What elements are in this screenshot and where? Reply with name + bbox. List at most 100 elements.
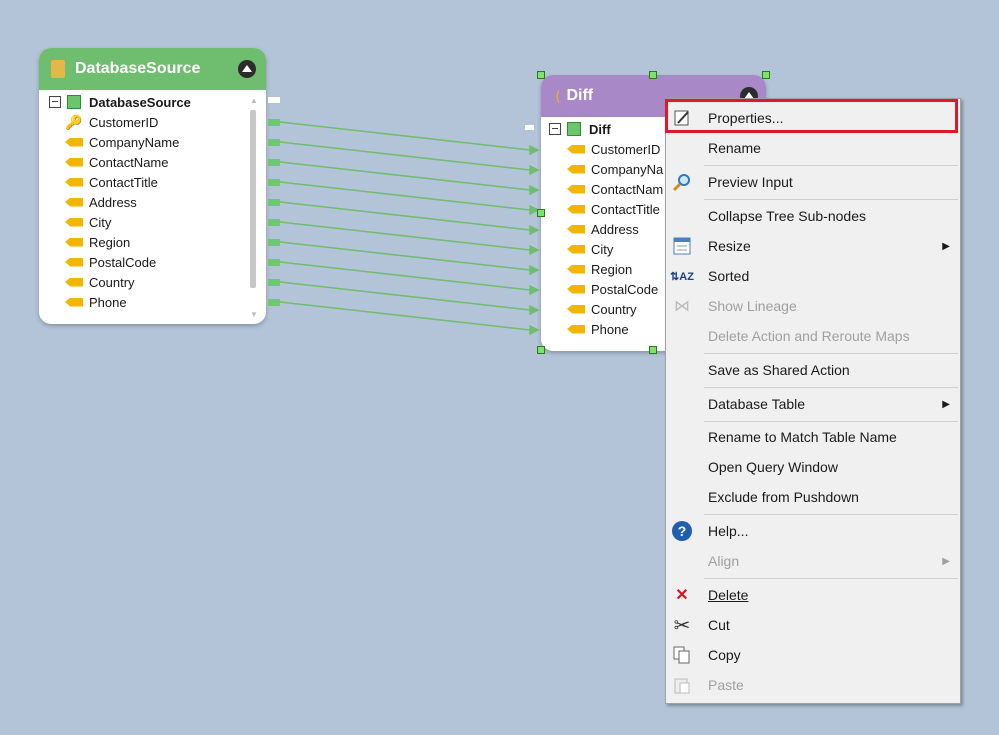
menu-separator xyxy=(704,514,958,515)
output-port[interactable] xyxy=(268,239,280,246)
menu-item-align[interactable]: Align ▶ xyxy=(666,547,960,575)
output-port[interactable] xyxy=(268,97,280,103)
field-row[interactable]: ContactTitle xyxy=(65,172,158,192)
menu-item-help[interactable]: ? Help... xyxy=(666,517,960,545)
field-icon xyxy=(65,237,83,247)
output-port[interactable] xyxy=(268,179,280,186)
field-row[interactable]: ContactTitle xyxy=(567,199,660,219)
menu-item-label: Paste xyxy=(708,677,744,693)
field-row[interactable]: Phone xyxy=(567,319,629,339)
scroll-down-icon[interactable]: ▼ xyxy=(250,310,258,319)
field-row[interactable]: City xyxy=(567,239,613,259)
field-row[interactable]: City xyxy=(65,212,111,232)
field-icon xyxy=(65,197,83,207)
menu-item-properties[interactable]: Properties... xyxy=(666,104,960,132)
menu-separator xyxy=(704,353,958,354)
menu-item-preview-input[interactable]: Preview Input xyxy=(666,168,960,196)
resize-handle[interactable] xyxy=(649,71,657,79)
resize-handle[interactable] xyxy=(537,346,545,354)
menu-item-database-table[interactable]: Database Table ▶ xyxy=(666,390,960,418)
field-row[interactable]: Address xyxy=(65,192,137,212)
field-row[interactable]: CompanyName xyxy=(65,132,179,152)
menu-item-open-query-window[interactable]: Open Query Window xyxy=(666,453,960,481)
field-label: CustomerID xyxy=(591,141,661,157)
scroll-up-icon[interactable]: ▲ xyxy=(250,96,258,105)
resize-handle[interactable] xyxy=(762,71,770,79)
table-icon xyxy=(567,122,581,136)
field-row[interactable]: Phone xyxy=(65,292,127,312)
menu-item-delete-reroute[interactable]: Delete Action and Reroute Maps xyxy=(666,322,960,350)
node-header[interactable]: DatabaseSource xyxy=(39,48,266,90)
output-port[interactable] xyxy=(268,279,280,286)
expander-icon[interactable] xyxy=(549,123,561,135)
resize-handle[interactable] xyxy=(649,346,657,354)
menu-item-save-shared-action[interactable]: Save as Shared Action xyxy=(666,356,960,384)
map-line xyxy=(279,161,531,191)
menu-item-collapse-sub-nodes[interactable]: Collapse Tree Sub-nodes xyxy=(666,202,960,230)
output-port[interactable] xyxy=(268,139,280,146)
menu-item-resize[interactable]: Resize ▶ xyxy=(666,232,960,260)
menu-item-rename-to-table[interactable]: Rename to Match Table Name xyxy=(666,423,960,451)
field-icon xyxy=(65,217,83,227)
field-icon xyxy=(567,204,585,214)
menu-item-rename[interactable]: Rename xyxy=(666,134,960,162)
table-icon xyxy=(67,95,81,109)
map-arrow xyxy=(529,184,540,196)
map-arrow xyxy=(529,204,540,216)
field-row[interactable]: Address xyxy=(567,219,639,239)
menu-item-sorted[interactable]: ⇅AZ Sorted xyxy=(666,262,960,290)
field-label: CompanyName xyxy=(89,134,180,150)
key-icon: 🔑 xyxy=(65,114,83,130)
field-label: PostalCode xyxy=(591,281,659,297)
field-row[interactable]: CompanyNa xyxy=(567,159,663,179)
map-arrow xyxy=(529,224,540,236)
database-source-node[interactable]: DatabaseSource DatabaseSource 🔑CustomerI… xyxy=(39,48,280,324)
output-port[interactable] xyxy=(268,119,280,126)
menu-item-paste[interactable]: Paste xyxy=(666,671,960,699)
menu-item-label: Sorted xyxy=(708,268,750,284)
field-row[interactable]: 🔑CustomerID xyxy=(65,112,158,132)
menu-item-show-lineage[interactable]: ⋈ Show Lineage xyxy=(666,292,960,320)
field-row[interactable]: Country xyxy=(567,299,637,319)
menu-item-label: Database Table xyxy=(708,396,806,412)
menu-item-cut[interactable]: ✂ Cut xyxy=(666,611,960,639)
map-line xyxy=(279,281,531,311)
output-port[interactable] xyxy=(268,299,280,306)
menu-item-exclude-pushdown[interactable]: Exclude from Pushdown xyxy=(666,483,960,511)
root-label: Diff xyxy=(589,121,611,137)
field-icon xyxy=(567,244,585,254)
expander-icon[interactable] xyxy=(49,96,61,108)
resize-handle[interactable] xyxy=(537,71,545,79)
tree-root[interactable]: DatabaseSource xyxy=(49,92,191,112)
delete-icon: ✕ xyxy=(675,587,689,604)
map-line xyxy=(279,121,531,151)
field-row[interactable]: PostalCode xyxy=(567,279,658,299)
field-row[interactable]: ContactName xyxy=(65,152,168,172)
menu-item-label: Copy xyxy=(708,647,741,663)
scrollbar[interactable] xyxy=(250,110,256,288)
field-row[interactable]: Country xyxy=(65,272,135,292)
field-icon xyxy=(65,157,83,167)
menu-item-label: Properties... xyxy=(708,110,784,126)
menu-item-copy[interactable]: Copy xyxy=(666,641,960,669)
help-icon: ? xyxy=(670,519,694,543)
collapse-icon[interactable] xyxy=(238,60,256,78)
menu-item-label: Resize xyxy=(708,238,751,254)
output-port[interactable] xyxy=(268,159,280,166)
field-row[interactable]: Region xyxy=(65,232,130,252)
field-row[interactable]: PostalCode xyxy=(65,252,156,272)
field-row[interactable]: ContactNam xyxy=(567,179,663,199)
field-icon xyxy=(65,277,83,287)
menu-item-delete[interactable]: ✕ Delete xyxy=(666,581,960,609)
input-port-marker xyxy=(525,125,534,130)
output-port[interactable] xyxy=(268,259,280,266)
tree-root[interactable]: Diff xyxy=(549,119,611,139)
field-row[interactable]: CustomerID xyxy=(567,139,660,159)
output-port[interactable] xyxy=(268,219,280,226)
resize-handle[interactable] xyxy=(537,209,545,217)
map-line xyxy=(279,301,531,331)
field-label: Country xyxy=(89,274,135,290)
field-row[interactable]: Region xyxy=(567,259,632,279)
output-port[interactable] xyxy=(268,199,280,206)
